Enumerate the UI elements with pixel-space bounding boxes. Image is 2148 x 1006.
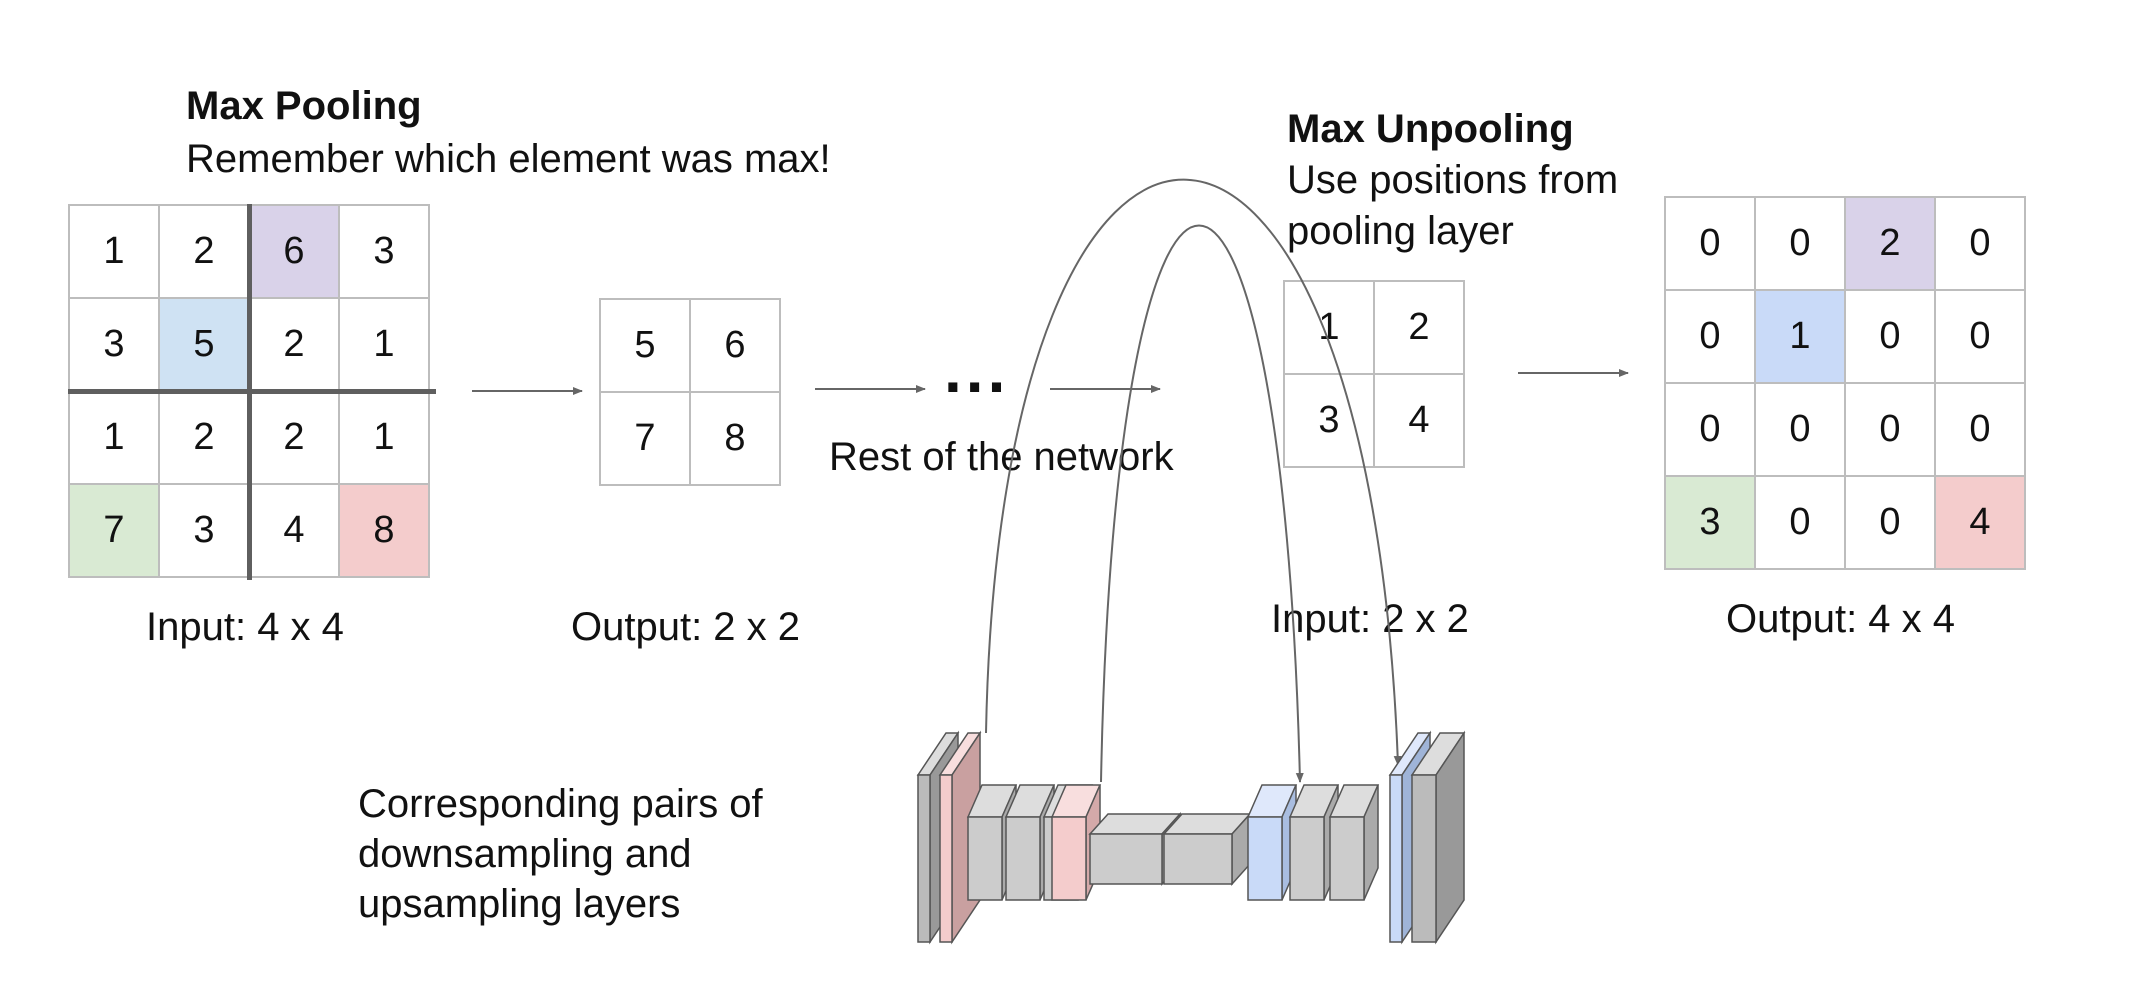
grid-cell: 0 [1846,291,1936,384]
pooling-output-grid: 5 6 7 8 [599,298,781,486]
grid-cell: 2 [250,392,340,485]
grid-cell: 1 [340,392,430,485]
pooling-output-label: Output: 2 x 2 [571,605,801,649]
unpooling-output-label: Output: 4 x 4 [1726,597,1956,641]
grid-cell: 0 [1936,384,2026,477]
decoder-layer-block [1328,784,1380,901]
grid-cell: 0 [1666,198,1756,291]
pooling-horizontal-divider [68,389,436,394]
grid-cell: 1 [340,299,430,392]
bottleneck-block [1162,812,1252,886]
grid-cell: 0 [1936,198,2026,291]
encoder-layer-block [966,784,1018,901]
grid-cell: 1 [1285,282,1375,375]
grid-cell-max-blue: 5 [160,299,250,392]
grid-cell: 0 [1756,477,1846,570]
grid-cell: 0 [1756,384,1846,477]
caption-line1: Corresponding pairs of [358,782,763,826]
grid-cell: 0 [1936,291,2026,384]
max-pooling-title: Max Pooling [186,84,422,128]
grid-cell: 1 [70,206,160,299]
max-pooling-subtitle: Remember which element was max! [186,137,831,181]
encoder-layer-block [1004,784,1056,901]
caption-line3: upsampling layers [358,882,681,926]
grid-cell: 3 [1285,375,1375,468]
max-unpooling-subtitle-line2: pooling layer [1287,209,1514,253]
grid-cell-max-blue: 1 [1756,291,1846,384]
grid-cell: 3 [160,485,250,578]
grid-cell: 1 [70,392,160,485]
grid-cell: 8 [691,393,781,486]
pooling-input-label: Input: 4 x 4 [146,605,344,649]
max-unpooling-title: Max Unpooling [1287,107,1574,151]
grid-cell-max-red: 4 [1936,477,2026,570]
max-unpooling-subtitle-line1: Use positions from [1287,158,1619,202]
network-label: Rest of the network [829,435,1174,479]
grid-cell-max-green: 7 [70,485,160,578]
bottleneck-block [1088,812,1182,886]
grid-cell: 0 [1846,384,1936,477]
encoder-pink-layer [938,730,982,945]
unpooling-input-label: Input: 2 x 2 [1271,597,1469,641]
grid-cell: 3 [70,299,160,392]
decoder-blue-layer [1388,730,1432,945]
grid-cell: 3 [340,206,430,299]
grid-cell: 6 [691,300,781,393]
grid-cell: 0 [1846,477,1936,570]
grid-cell: 2 [250,299,340,392]
decoder-blue-block [1246,784,1298,901]
encoder-layer-block [1042,784,1094,901]
grid-cell: 7 [601,393,691,486]
grid-cell: 4 [250,485,340,578]
decoder-layer-block [1410,730,1466,945]
grid-cell: 2 [1375,282,1465,375]
skip-connection-arc-inner [1100,224,1304,783]
grid-cell: 5 [601,300,691,393]
network-ellipsis: ... [944,334,1010,406]
grid-cell-max-red: 8 [340,485,430,578]
unpooling-input-grid: 1 2 3 4 [1283,280,1465,468]
grid-cell: 2 [160,206,250,299]
grid-cell-max-purple: 2 [1846,198,1936,291]
grid-cell: 0 [1666,291,1756,384]
unpooling-output-grid: 0 0 2 0 0 1 0 0 0 0 0 0 3 0 0 4 [1664,196,2026,570]
caption-line2: downsampling and [358,832,692,876]
grid-cell: 0 [1666,384,1756,477]
grid-cell: 0 [1756,198,1846,291]
encoder-decoder-illustration [916,730,1466,945]
grid-cell: 4 [1375,375,1465,468]
decoder-layer-block [1288,784,1340,901]
grid-cell-max-green: 3 [1666,477,1756,570]
grid-cell: 2 [160,392,250,485]
grid-cell-max-purple: 6 [250,206,340,299]
encoder-layer-block [916,730,960,945]
encoder-pink-block [1050,784,1102,901]
